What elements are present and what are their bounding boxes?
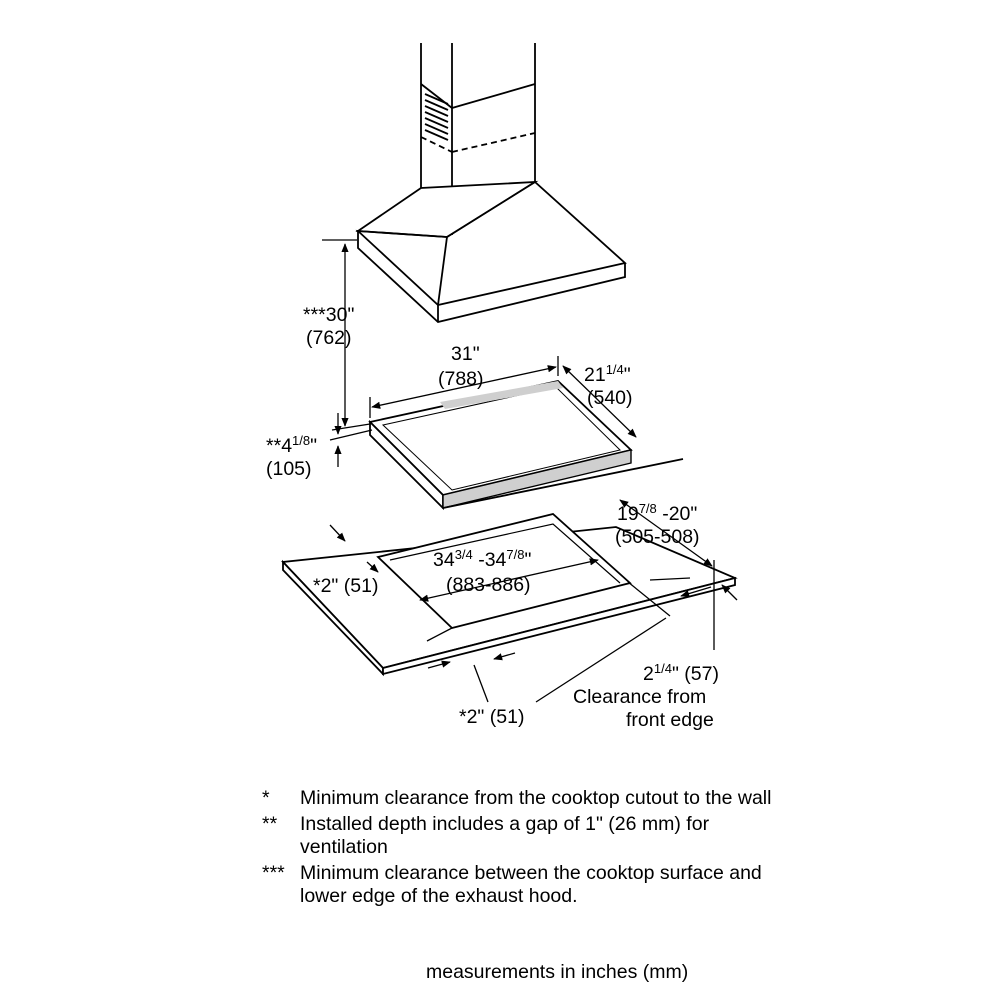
installation-diagram: ***30" (762) 31" (788) 211/4" (540) **41… xyxy=(266,43,738,731)
cutout-width-metric: (883-886) xyxy=(446,574,531,596)
footnote-mark: * xyxy=(262,787,270,809)
footnote-text: Minimum clearance between the cooktop su… xyxy=(300,862,762,907)
cooktop-width-label: 31" xyxy=(451,343,480,365)
cutout-width-label: 343/4 -347/8" xyxy=(433,547,531,571)
cooktop-thickness-metric: (105) xyxy=(266,458,312,480)
footnote-item: *** Minimum clearance between the cookto… xyxy=(262,862,782,908)
footnote-item: ** Installed depth includes a gap of 1" … xyxy=(262,813,782,859)
cooktop-dimension-lines xyxy=(329,356,637,467)
footnotes: * Minimum clearance from the cooktop cut… xyxy=(262,787,782,911)
side-clearance-bottom-label: *2" (51) xyxy=(459,706,524,728)
cooktop-width-metric: (788) xyxy=(438,368,484,390)
footnote-text: Minimum clearance from the cooktop cutou… xyxy=(300,787,772,809)
footnote-text: Installed depth includes a gap of 1" (26… xyxy=(300,813,710,858)
cutout-depth-label: 197/8 -20" xyxy=(617,501,697,525)
cooktop-thickness-label: **41/8" xyxy=(266,433,317,457)
front-clearance-line1: Clearance from xyxy=(573,686,706,708)
hood-height-metric: (762) xyxy=(306,327,352,349)
front-clearance-line2: front edge xyxy=(626,709,714,731)
footnote-item: * Minimum clearance from the cooktop cut… xyxy=(262,787,782,810)
units-caption: measurements in inches (mm) xyxy=(426,961,689,983)
vent-slots-icon xyxy=(424,93,449,141)
hood-height-label: ***30" xyxy=(303,304,354,326)
front-clearance-label: 21/4" (57) xyxy=(643,661,719,685)
cooktop xyxy=(368,380,684,511)
cutout-depth-metric: (505-508) xyxy=(615,526,700,548)
footnote-mark: *** xyxy=(262,862,285,884)
cooktop-depth-metric: (540) xyxy=(587,387,633,409)
exhaust-hood xyxy=(355,43,627,323)
cutout-dimension-lines xyxy=(329,499,738,703)
footnote-mark: ** xyxy=(262,813,278,835)
cooktop-depth-label: 211/4" xyxy=(584,362,631,386)
side-clearance-left-label: *2" (51) xyxy=(313,575,378,597)
